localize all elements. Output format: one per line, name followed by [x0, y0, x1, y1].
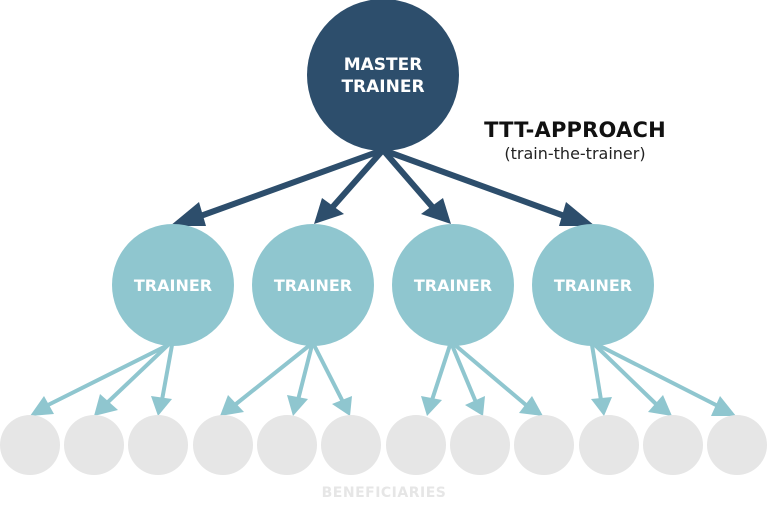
trainer-label: TRAINER: [414, 276, 492, 295]
trainer-label: TRAINER: [554, 276, 632, 295]
trainer-label: TRAINER: [274, 276, 352, 295]
arrowhead-t1-b2: [94, 394, 118, 416]
master-trainer-circle: [307, 0, 459, 151]
arrowhead-t4-b10: [591, 397, 612, 416]
beneficiary-node-10: [579, 415, 639, 475]
trainer-node-4: TRAINER: [532, 224, 654, 346]
arrow-trainer-2-to-beneficiary-6: [312, 343, 344, 402]
diagram-title: TTT-APPROACH: [484, 118, 666, 142]
arrowhead-t1-b3: [151, 396, 172, 416]
arrow-master-to-trainer-1: [192, 147, 386, 221]
arrowhead-t2-b4: [220, 395, 244, 416]
arrowhead-t4-b12: [711, 396, 736, 416]
arrowhead-master-to-trainer-4: [559, 202, 595, 226]
trainer-circle: [252, 224, 374, 346]
arrow-trainer-4-to-beneficiary-10: [590, 343, 603, 402]
trainer-node-3: TRAINER: [392, 224, 514, 346]
beneficiary-node-5: [257, 415, 317, 475]
arrowhead-t2-b6: [332, 396, 352, 416]
trainer-node-2: TRAINER: [252, 224, 374, 346]
arrow-trainer-4-to-beneficiary-12: [596, 343, 718, 407]
arrowhead-t2-b5: [287, 395, 308, 416]
arrow-trainer-3-to-beneficiary-9: [453, 343, 528, 407]
trainer-arrows: [30, 343, 736, 416]
arrow-trainer-1-to-beneficiary-1: [46, 343, 170, 407]
trainer-circle: [392, 224, 514, 346]
beneficiary-node-3: [128, 415, 188, 475]
beneficiary-node-8: [450, 415, 510, 475]
beneficiaries-row: [0, 415, 767, 475]
master-trainer-label-line2: TRAINER: [341, 77, 424, 97]
master-arrows: [170, 147, 595, 226]
trainer-circle: [112, 224, 234, 346]
master-trainer-label-line1: MASTER: [344, 55, 423, 75]
arrow-trainer-1-to-beneficiary-3: [160, 343, 174, 402]
beneficiary-node-1: [0, 415, 60, 475]
beneficiary-node-11: [643, 415, 703, 475]
arrow-trainer-3-to-beneficiary-7: [430, 343, 452, 402]
arrow-trainer-4-to-beneficiary-11: [593, 343, 658, 406]
beneficiary-node-4: [193, 415, 253, 475]
trainer-node-1: TRAINER: [112, 224, 234, 346]
arrowhead-master-to-trainer-1: [170, 202, 206, 226]
arrowhead-master-to-trainer-3: [421, 198, 451, 224]
beneficiaries-label: BENEFICIARIES: [321, 485, 447, 501]
arrow-trainer-1-to-beneficiary-2: [106, 343, 170, 404]
arrowhead-t1-b1: [30, 396, 54, 416]
arrow-trainer-2-to-beneficiary-5: [296, 343, 314, 402]
arrow-master-to-trainer-2: [327, 147, 386, 213]
arrow-trainer-2-to-beneficiary-4: [234, 343, 312, 406]
diagram-heading: TTT-APPROACH (train-the-trainer): [470, 118, 680, 163]
arrowhead-master-to-trainer-2: [314, 198, 344, 224]
arrow-master-to-trainer-3: [380, 147, 438, 213]
beneficiary-node-12: [707, 415, 767, 475]
arrowhead-t3-b8: [465, 396, 485, 416]
beneficiary-node-2: [64, 415, 124, 475]
beneficiary-node-6: [321, 415, 381, 475]
arrowhead-t3-b7: [421, 396, 442, 416]
arrowhead-t4-b11: [648, 395, 672, 416]
trainer-label: TRAINER: [134, 276, 212, 295]
arrow-trainer-3-to-beneficiary-8: [450, 343, 477, 402]
master-trainer-node: MASTER TRAINER: [307, 0, 459, 151]
beneficiary-node-9: [514, 415, 574, 475]
arrowhead-t3-b9: [519, 396, 543, 416]
beneficiary-node-7: [386, 415, 446, 475]
trainer-circle: [532, 224, 654, 346]
diagram-subtitle: (train-the-trainer): [504, 144, 646, 163]
arrow-master-to-trainer-4: [380, 147, 573, 221]
